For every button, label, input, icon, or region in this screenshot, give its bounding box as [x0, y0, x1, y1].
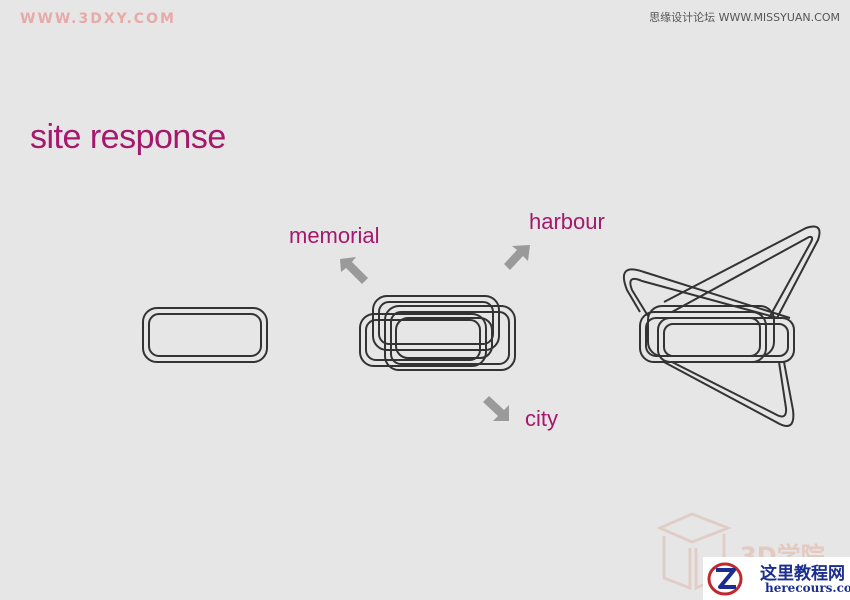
label-city: city [525, 406, 558, 431]
label-memorial: memorial [289, 223, 380, 248]
z-logo-icon [707, 562, 743, 596]
watermark-badge-cn: 这里教程网 [760, 564, 845, 584]
arrow-up-right-icon [504, 245, 530, 270]
arrow-up-left-icon [340, 257, 368, 284]
diagram-title: site response [30, 118, 226, 156]
arrow-down-right-icon [483, 396, 509, 421]
stage-2-form [359, 295, 516, 371]
watermark-badge-en: herecours.com [765, 581, 850, 595]
watermark-badge: 这里教程网 herecours.com [703, 557, 850, 600]
label-harbour: harbour [529, 209, 605, 234]
watermark-missyuan: 思缘设计论坛 WWW.MISSYUAN.COM [649, 11, 840, 24]
watermark-3dxy: WWW.3DXY.COM [20, 11, 176, 27]
stage-3-form [622, 225, 821, 427]
stage-1-form [142, 307, 268, 363]
